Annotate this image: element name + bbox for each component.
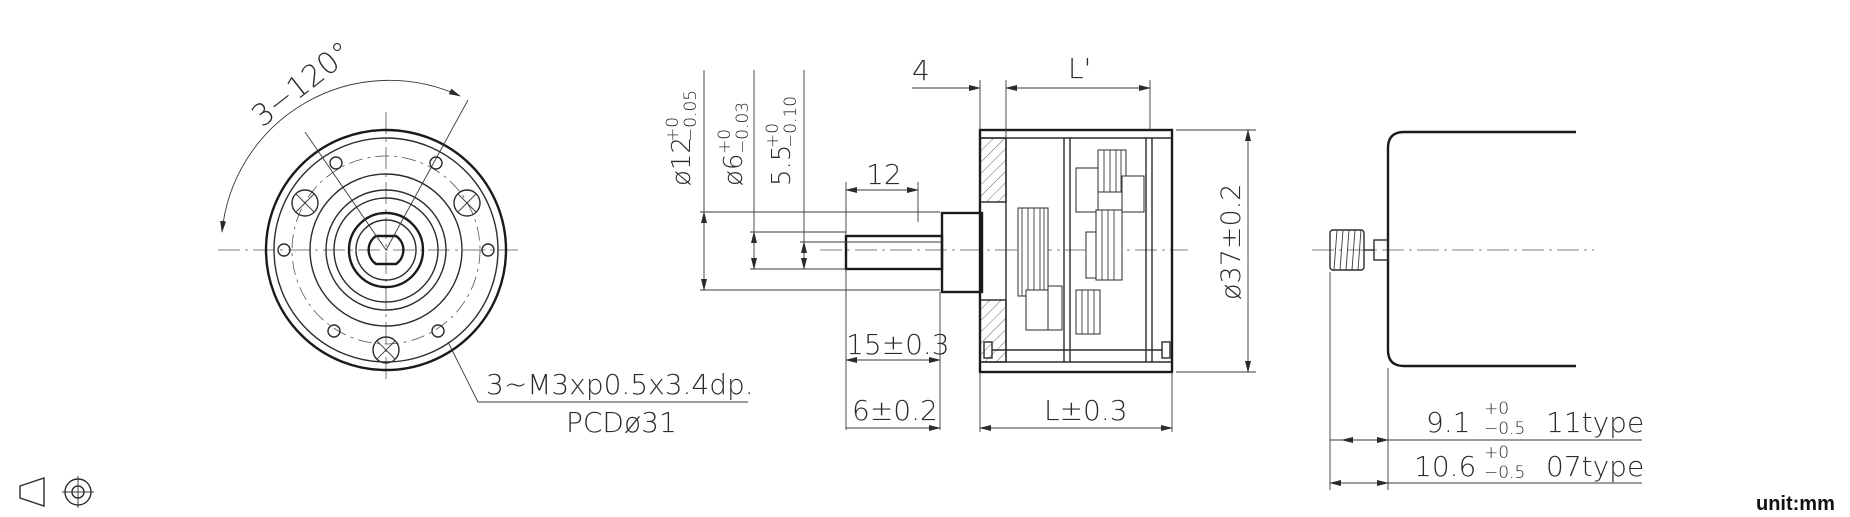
dim-12-text: 12: [866, 158, 902, 191]
gearbox-housing: [978, 128, 1174, 374]
output-shaft: [844, 234, 944, 271]
svg-text:ø6: ø6: [719, 154, 749, 186]
thread-leader: [447, 341, 748, 403]
svg-text:−0.5: −0.5: [1484, 463, 1525, 483]
motor-row1: 9.1 +0 −0.5 11type: [1426, 399, 1644, 439]
dim-4-text: 4: [912, 54, 930, 87]
gear-stage-1: [1017, 207, 1063, 331]
svg-text:5.5: 5.5: [767, 145, 797, 186]
pinion-tooth-4: [1351, 229, 1356, 271]
svg-text:11type: 11type: [1546, 406, 1644, 439]
dim-lprime-text: L': [1068, 52, 1091, 85]
front-view: 3−120° 3~M3xp0.5x3.4dp. PCDø31: [218, 35, 754, 439]
motor-row2: 10.6 +0 −0.5 07type: [1414, 443, 1644, 483]
thread-label: 3~M3xp0.5x3.4dp.: [486, 368, 754, 401]
third-angle-frustum-icon: [19, 477, 45, 507]
svg-text:+0: +0: [1484, 443, 1509, 463]
side-view: ø12 +0 −0.05 ø6 +0 −0.03 5.5 +0 −0.10 12…: [663, 52, 1256, 432]
output-boss: [940, 211, 984, 294]
motor-view: 9.1 +0 −0.5 11type 10.6 +0 −0.5 07type: [1312, 130, 1644, 490]
angle-arc: [220, 79, 461, 233]
hole-5: [327, 324, 341, 338]
dim-6h-text: 6±0.2: [852, 394, 938, 427]
dia12-label: ø12 +0 −0.05: [663, 90, 701, 186]
screw-bottom: [372, 336, 400, 364]
hole-4: [481, 243, 495, 257]
front-shaft-d-cut: [367, 234, 405, 266]
screw-top-right: [453, 189, 481, 217]
gear-stage-2: [1075, 149, 1145, 335]
svg-text:+0: +0: [663, 117, 683, 142]
dia6-label: ø6 +0 −0.03: [715, 102, 753, 186]
flat55-label: 5.5 +0 −0.10: [763, 96, 801, 186]
dim-15-text: 15±0.3: [846, 328, 950, 361]
pinion-tooth-3: [1345, 229, 1350, 271]
svg-text:−0.10: −0.10: [781, 96, 801, 148]
hole-1: [329, 156, 343, 170]
svg-text:07type: 07type: [1546, 450, 1644, 483]
svg-text:+0: +0: [763, 123, 783, 148]
pcd-label: PCDø31: [566, 406, 677, 439]
pinion-tooth-1: [1333, 229, 1338, 271]
svg-text:−0.05: −0.05: [681, 90, 701, 142]
svg-text:9.1: 9.1: [1426, 406, 1471, 439]
dim-37-text: ø37±0.2: [1216, 184, 1247, 300]
unit-label: unit:mm: [1756, 493, 1835, 515]
svg-text:10.6: 10.6: [1414, 450, 1476, 483]
dim-l-text: L±0.3: [1044, 394, 1128, 427]
front-cover-hatch-top: [979, 137, 1007, 203]
pinion-tooth-2: [1339, 229, 1344, 271]
svg-text:ø12: ø12: [667, 137, 697, 186]
svg-text:+0: +0: [715, 129, 735, 154]
svg-text:+0: +0: [1484, 399, 1509, 419]
third-angle-circles-icon: [62, 476, 94, 508]
pinion-tooth-5: [1357, 229, 1362, 271]
motor-body: [1386, 130, 1576, 368]
screw-top-left: [291, 189, 319, 217]
hole-3: [277, 243, 291, 257]
hole-6: [431, 324, 445, 338]
pin-right: [1161, 341, 1171, 359]
svg-text:−0.03: −0.03: [733, 102, 753, 154]
projection-symbol: [19, 476, 94, 508]
angle-label: 3−120°: [245, 35, 358, 134]
svg-text:−0.5: −0.5: [1484, 419, 1525, 439]
